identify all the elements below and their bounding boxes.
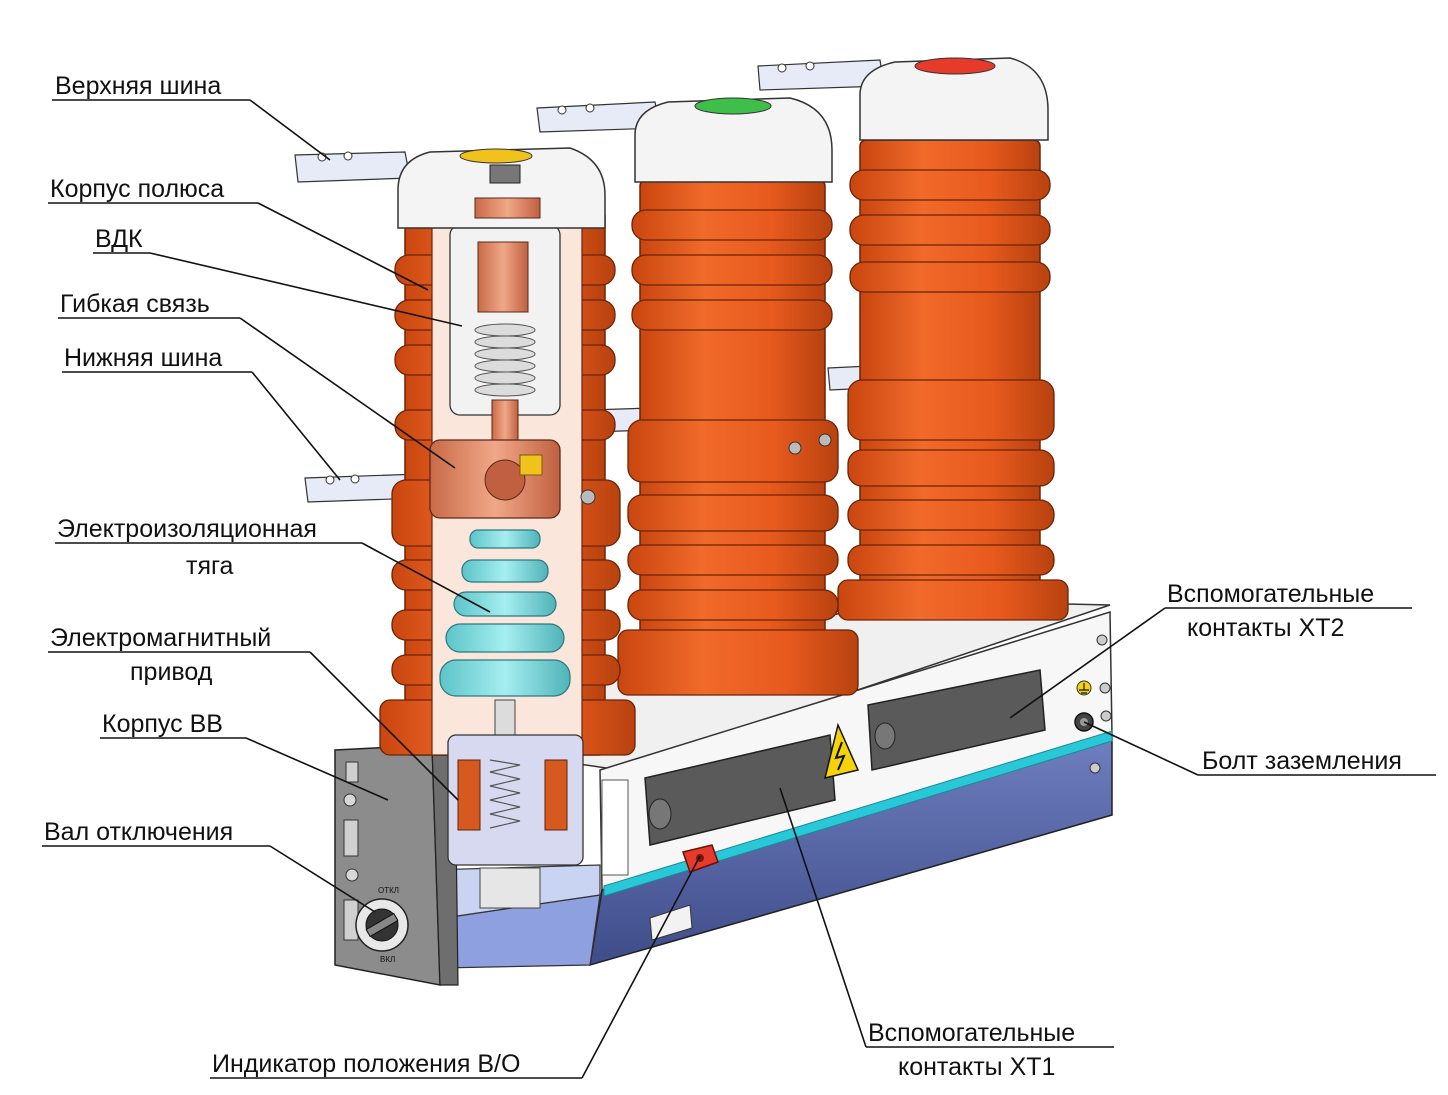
aux-contacts-xt1-block: [644, 734, 836, 846]
label-breaker-housing: Корпус ВВ: [102, 710, 223, 738]
label-aux-xt1-line2: контакты ХТ1: [898, 1053, 1055, 1081]
label-ground-bolt: Болт заземления: [1202, 747, 1402, 775]
label-insulating-rod-line2: тяга: [186, 552, 234, 580]
label-flex-link: Гибкая связь: [60, 290, 210, 318]
svg-text:ОТКЛ: ОТКЛ: [378, 886, 399, 895]
label-trip-shaft: Вал отключения: [44, 818, 233, 846]
label-vdk: ВДК: [95, 225, 143, 253]
label-aux-xt1-line1: Вспомогательные: [868, 1019, 1075, 1047]
pole-2: [617, 97, 859, 696]
upper-busbars: [294, 59, 885, 183]
svg-text:ВКЛ: ВКЛ: [380, 955, 395, 964]
label-lower-bus: Нижняя шина: [64, 344, 222, 372]
label-pole-housing: Корпус полюса: [50, 175, 224, 203]
label-upper-bus: Верхняя шина: [55, 72, 221, 100]
pole-1-cutaway: [379, 147, 636, 909]
label-em-drive-line1: Электромагнитный: [50, 624, 271, 652]
high-voltage-warning-icon: [823, 722, 860, 780]
pole-3: [837, 57, 1069, 621]
leader-lines: [42, 99, 1436, 1079]
label-insulating-rod-line1: Электроизоляционная: [57, 515, 317, 543]
aux-contacts-xt2-block: [867, 669, 1046, 771]
label-position-indicator: Индикатор положения В/О: [212, 1050, 520, 1078]
position-indicator-block: [682, 844, 719, 873]
label-em-drive-line2: привод: [130, 658, 213, 686]
label-aux-xt2-line1: Вспомогательные: [1167, 580, 1374, 608]
label-aux-xt2-line2: контакты ХТ2: [1187, 614, 1344, 642]
ground-symbol-icon: [1076, 680, 1092, 696]
